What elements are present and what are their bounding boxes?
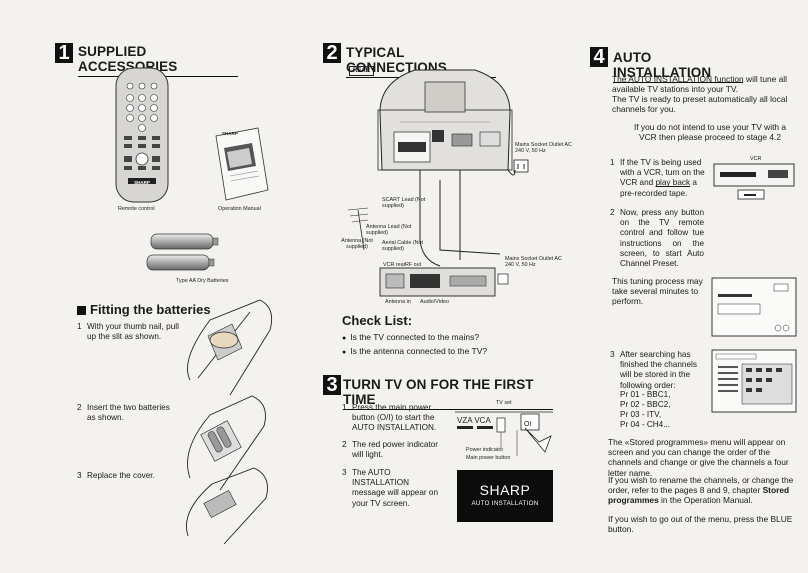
fitting-step-1-text: With your thumb nail, pull up the slit a…	[87, 322, 179, 342]
section-title-auto-installation: AUTO INSTALLATION	[613, 50, 743, 83]
power-indicator-label: Power indicator	[466, 447, 504, 453]
mains-plug-icon	[513, 159, 529, 173]
fitting-step-2-number: 2	[77, 403, 82, 412]
fitting-step-3-text: Replace the cover.	[87, 471, 155, 480]
channel-order-2: Pr 02 - BBC2,	[620, 400, 671, 409]
battery-fitting-illustrations	[185, 299, 273, 545]
channel-order-4: Pr 04 - CH4...	[620, 420, 671, 429]
checklist-item-mains: Is the TV connected to the mains?	[342, 332, 479, 344]
auto-step-2-text: Now, press any button on the TV remote c…	[620, 208, 704, 269]
fitting-step-1-number: 1	[77, 322, 82, 331]
auto-step-1-number: 1	[610, 158, 615, 167]
scart-lead-label: SCART Lead (Not supplied)	[382, 197, 426, 210]
antenna-lead-label: Antenna Lead (Not supplied)	[366, 224, 412, 237]
screen-brand: SHARP	[479, 482, 531, 498]
mains-socket-label-2: Mains Socket Outlet AC 240 V, 50 Hz	[505, 256, 562, 269]
batteries-caption: Type AA Dry Batteries	[176, 278, 229, 284]
channel-order-3: Pr 03 - ITV,	[620, 410, 662, 419]
section-number-3: 3	[323, 375, 341, 395]
rear-label: REAR	[349, 66, 375, 76]
manual-brand-label: SHARP	[222, 131, 238, 136]
auto-step-3-text: After searching has finished the channel…	[620, 350, 697, 390]
tv-rear-illustration	[377, 69, 513, 171]
auto-install-intro-2: The TV is ready to preset automatically …	[612, 94, 788, 115]
stored-programmes-chapter: Stored programmes	[608, 485, 790, 506]
section-number-1: 1	[55, 43, 73, 63]
remote-brand-label: SHARP	[134, 180, 150, 185]
fitting-step-3-number: 3	[77, 471, 82, 480]
screen-message: AUTO INSTALLATION	[471, 500, 539, 507]
vcr-front-illustration	[713, 163, 795, 200]
antenna-label: Antenna (Not supplied)	[341, 238, 373, 251]
vcr-rear-illustration	[379, 267, 509, 297]
tv-front-panel-illustration: VZA VCA OI	[455, 411, 553, 456]
section-number-2: 2	[323, 43, 341, 63]
section-number-4: 4	[590, 47, 608, 67]
stored-programmes-text: The «Stored programmes» menu will appear…	[608, 437, 789, 478]
fitting-bullet-icon	[77, 306, 86, 315]
svg-text:VZA VCA: VZA VCA	[457, 416, 491, 425]
operation-manual-caption: Operation Manual	[218, 206, 261, 212]
channel-order-1: Pr 01 - BBC1,	[620, 390, 671, 399]
remote-control-caption: Remote control	[118, 206, 155, 212]
tv-set-label: TV set	[496, 400, 512, 406]
rename-channels-text: If you wish to rename the channels, or c…	[608, 475, 800, 506]
vcr-label: VCR	[750, 156, 762, 162]
turn-on-step-2-text: The red power indicator will light.	[352, 440, 439, 460]
fitting-batteries-title: Fitting the batteries	[90, 302, 211, 317]
connection-cables	[347, 169, 516, 267]
rename-text-a: If you wish to rename the channels, or c…	[608, 475, 794, 496]
searching-screen-illustration	[711, 277, 797, 337]
turn-on-step-1-number: 1	[342, 403, 347, 412]
fitting-step-2-text: Insert the two batteries as shown.	[87, 403, 170, 423]
remote-control-image	[115, 67, 169, 203]
auto-install-intro-1: The AUTO INSTALLATION function will tune…	[612, 74, 788, 95]
auto-step-1-text: If the TV is being used with a VCR, turn…	[620, 158, 706, 199]
rename-text-c: in the Operation Manual.	[658, 495, 753, 506]
exit-menu-text: If you wish to go out of the menu, press…	[608, 514, 793, 535]
audio-video-label: Audio/Video	[420, 299, 449, 305]
turn-on-step-1-text: Press the main power button (O/I) to sta…	[352, 403, 437, 433]
svg-text:OI: OI	[524, 421, 531, 428]
antenna-in-label: Antenna in	[385, 299, 411, 305]
auto-step-3-number: 3	[610, 350, 615, 359]
turn-on-step-3-text: The AUTO INSTALLATION message will appea…	[352, 468, 439, 508]
section-title-turn-tv-on: TURN TV ON FOR THE FIRST TIME	[343, 377, 553, 410]
rf-out-label: RF out	[405, 262, 422, 268]
vcr-rear-label: VCR rear	[383, 262, 406, 268]
auto-step-1-text-a: If the TV is being used with a VCR, turn…	[620, 158, 705, 188]
checklist-item-antenna: Is the antenna connected to the TV?	[342, 346, 487, 358]
auto-step-2-number: 2	[610, 208, 615, 217]
main-power-button-label: Main power button	[466, 455, 511, 461]
checklist-title: Check List:	[342, 313, 413, 328]
aerial-cable-label: Aerial Cable (Not supplied)	[382, 240, 424, 253]
play-back-underlined: play back	[655, 178, 691, 188]
turn-on-step-3-number: 3	[342, 468, 347, 477]
operation-manual-image	[215, 127, 269, 201]
turn-on-step-2-number: 2	[342, 440, 347, 449]
stored-programmes-screen-illustration	[711, 349, 797, 413]
mains-socket-label-1: Mains Socket Outlet AC 240 V, 50 Hz	[515, 142, 572, 155]
vcr-note: If you do not intend to use your TV with…	[633, 122, 787, 143]
auto-installation-screen: SHARP AUTO INSTALLATION	[457, 470, 553, 522]
tuning-duration-text: This tuning process may take several min…	[612, 276, 703, 307]
aa-batteries-image	[146, 233, 219, 271]
auto-step-1-text-b: a pre-recorded tape.	[620, 178, 697, 198]
